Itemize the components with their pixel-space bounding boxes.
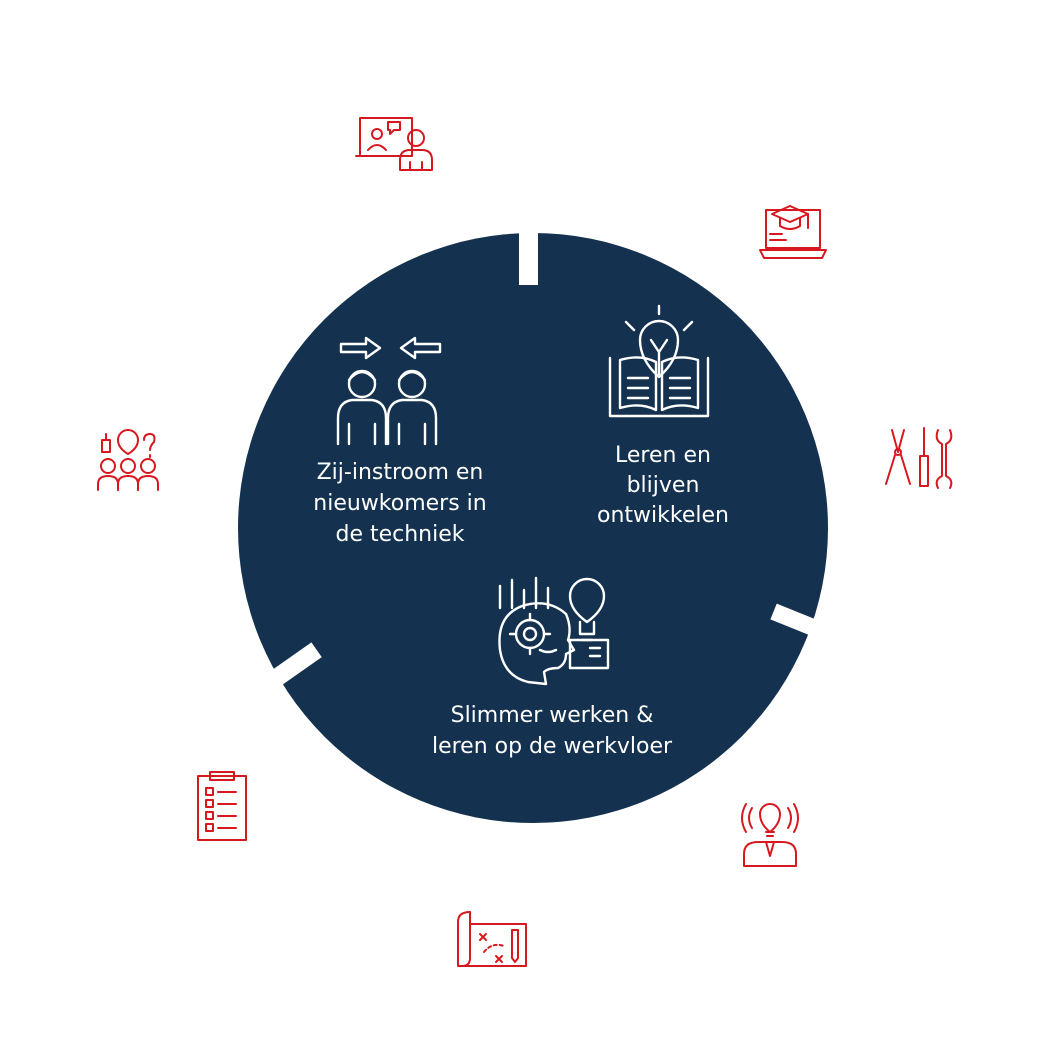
divider-right: [770, 603, 822, 638]
checklist-clipboard-icon: [197, 771, 247, 841]
person-idea-lightbulb-icon: [741, 803, 799, 867]
segment-label-3: Slimmer werken & leren op de werkvloer: [432, 703, 673, 759]
segment-label-1: Zij-instroom en nieuwkomers in de techni…: [313, 460, 486, 547]
head-gear-lightbulb-icon: [498, 576, 610, 686]
divider-left: [262, 642, 322, 692]
segment-dividers: [262, 225, 822, 692]
main-circle: [238, 233, 828, 823]
video-call-presenter-icon: [355, 117, 433, 171]
online-graduation-laptop-icon: [759, 205, 827, 259]
tools-pliers-screwdriver-wrench-icon: [885, 427, 953, 489]
lightbulb-book-icon: [608, 304, 710, 418]
segment-label-line: ontwikkelen: [597, 503, 729, 528]
segment-label-line: Zij-instroom en: [317, 460, 484, 485]
map-route-pencil-icon: [457, 911, 527, 967]
segment-label-2: Leren en blijven ontwikkelen: [597, 443, 729, 528]
segment-label-line: nieuwkomers in: [313, 491, 486, 516]
segment-label-line: blijven: [627, 473, 700, 498]
two-people-exchange-icon: [336, 336, 442, 446]
segment-label-line: de techniek: [335, 522, 464, 547]
team-ideas-question-icon: [97, 429, 159, 491]
segment-label-line: leren op de werkvloer: [432, 734, 673, 759]
divider-top: [519, 225, 538, 285]
segment-label-line: Slimmer werken &: [451, 703, 654, 728]
segment-label-line: Leren en: [615, 443, 711, 468]
